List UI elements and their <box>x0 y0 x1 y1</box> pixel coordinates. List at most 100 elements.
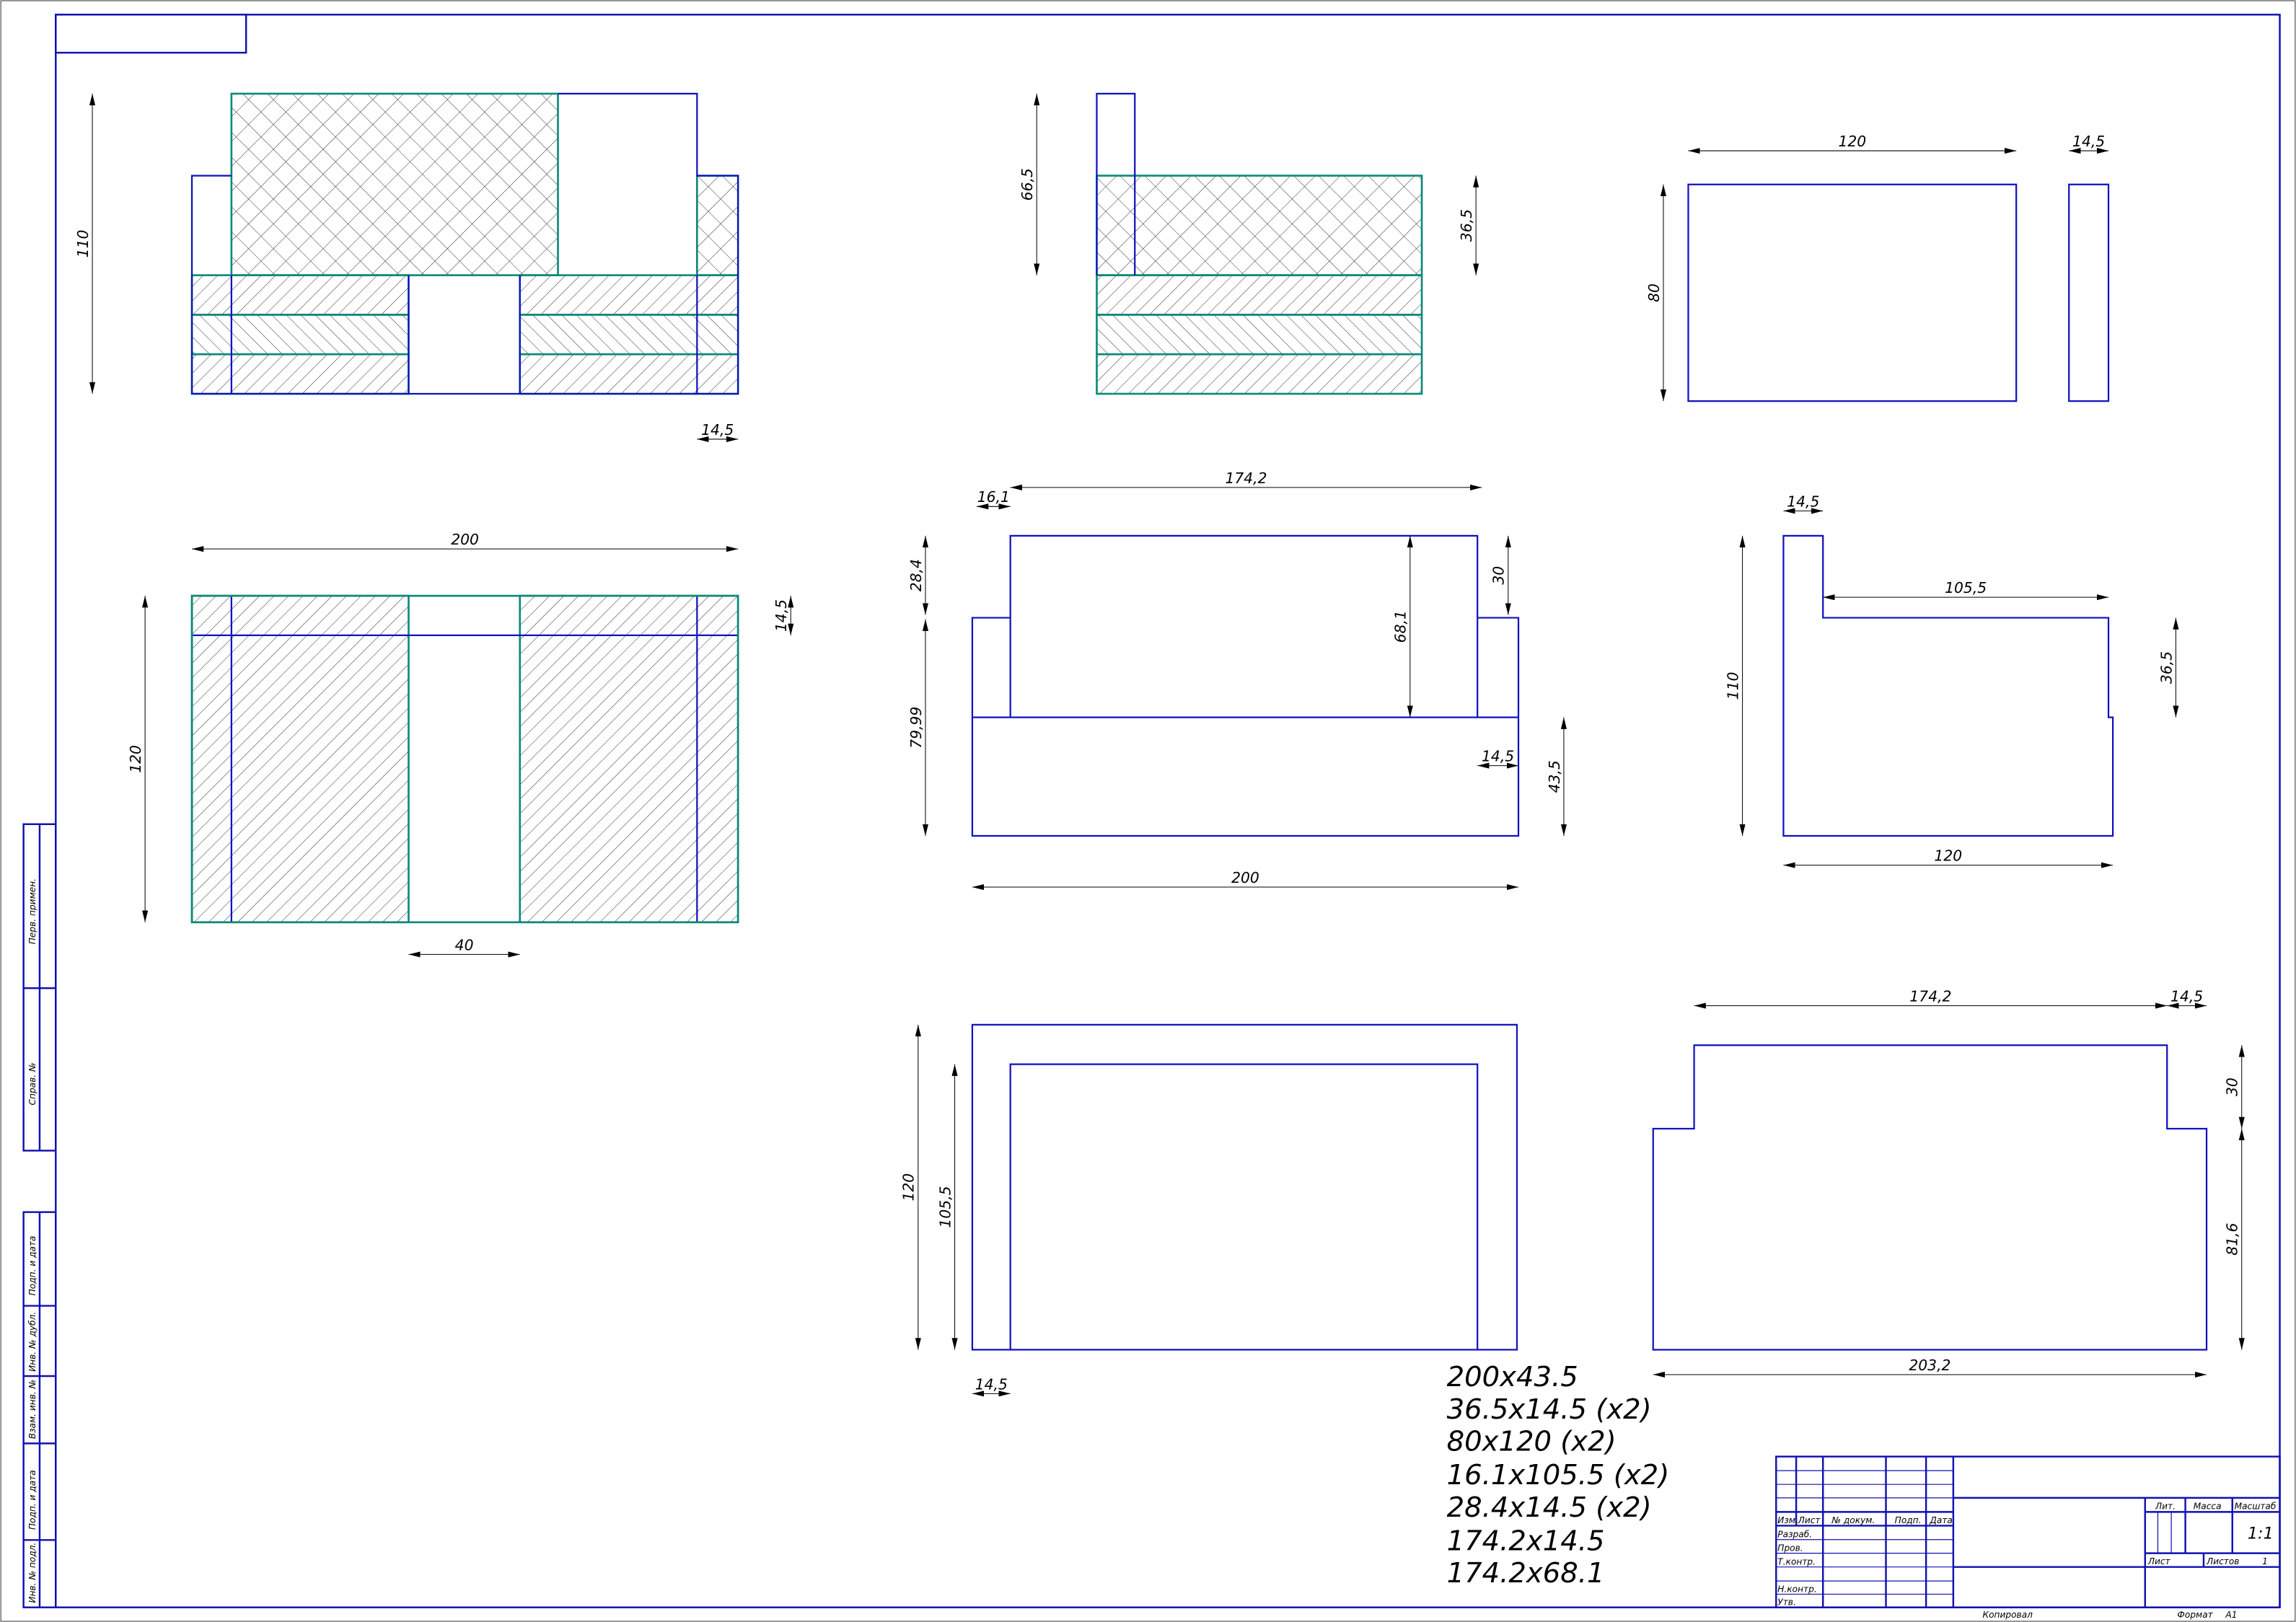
dimension-label: 66,5 <box>1019 168 1036 200</box>
dimension-label: 14,5 <box>975 1375 1008 1393</box>
dimension-label: 30 <box>2224 1077 2241 1096</box>
dimension: 43,5 <box>1546 717 1567 837</box>
view-top-right-plate <box>1687 183 2110 402</box>
stamp-sign-date-2: Подп. и дата <box>27 1470 38 1530</box>
dimension-label: 68,1 <box>1392 610 1409 643</box>
view-top-middle-section <box>1096 92 1423 395</box>
row-approved: Утв. <box>1777 1597 1796 1608</box>
dimension: 14,5 <box>2069 133 2109 154</box>
dimension-label: 174,2 <box>1225 470 1267 487</box>
dimension-label: 120 <box>1838 133 1866 150</box>
dimension-label: 14,5 <box>1787 493 1819 510</box>
dimension-label: 36,5 <box>2158 651 2175 684</box>
format-value: A1 <box>2225 1610 2237 1620</box>
row-tech-control: Т.контр. <box>1777 1556 1816 1566</box>
dimension: 110 <box>74 93 96 395</box>
stamp-sign-date: Подп. и дата <box>27 1236 38 1296</box>
parts-list-item: 174.2x14.5 <box>1447 1525 1605 1558</box>
dimension: 30 <box>1490 535 1511 615</box>
dimension: 105,5 <box>936 1064 958 1350</box>
view-middle-left-section <box>190 594 739 924</box>
row-checked: Пров. <box>1777 1543 1803 1553</box>
row-norm-control: Н.контр. <box>1777 1584 1816 1594</box>
dimension-label: 14,5 <box>2170 987 2203 1005</box>
mass-label: Масса <box>2194 1502 2222 1512</box>
stamp-replace-inv-no: Взам. инв. № <box>27 1380 38 1440</box>
dimension: 68,1 <box>1392 535 1413 718</box>
dimension: 80 <box>1645 184 1667 402</box>
dimension-label: 14,5 <box>773 599 790 632</box>
dimension: 120 <box>1783 847 2114 868</box>
col-izm: Изм. <box>1777 1515 1798 1525</box>
parts-list: 200x43.5 36.5x14.5 (x2) 80x120 (x2) 16.1… <box>1447 1361 1670 1590</box>
parts-list-item: 80x120 (x2) <box>1447 1426 1617 1458</box>
dimension: 174,2 <box>1010 470 1482 490</box>
dimension-label: 105,5 <box>1945 579 1987 596</box>
stamp-reference-no: Справ. № <box>27 1062 38 1105</box>
dimension-label: 120 <box>127 745 144 773</box>
scale-label: Масштаб <box>2235 1502 2277 1512</box>
dimension: 14,5 <box>2167 987 2207 1009</box>
dimension: 14,5 <box>773 596 794 635</box>
dimension-label: 16,1 <box>977 488 1010 506</box>
dimension: 110 <box>1725 535 1746 837</box>
dimension: 30 <box>2224 1045 2245 1129</box>
dimension: 200 <box>192 531 739 552</box>
view-bottom-right <box>1652 1044 2208 1351</box>
dimension-label: 110 <box>1725 672 1742 700</box>
dimension-label: 28,4 <box>907 559 925 591</box>
dimension-label: 174,2 <box>1909 987 1951 1005</box>
dimension: 36,5 <box>2158 617 2179 718</box>
side-stamps: Перв. примен. Справ. № Подп. и дата Инв.… <box>22 823 57 1608</box>
col-sign: Подп. <box>1895 1515 1922 1525</box>
dimension: 200 <box>972 869 1519 891</box>
dimensions: 110 14,5 66,5 36,5 120 80 14,5 200 120 14,5 40 174,… <box>74 93 2245 1397</box>
parts-list-item: 36.5x14.5 (x2) <box>1447 1393 1652 1426</box>
stamp-orig-inv-no: Инв. № подл. <box>27 1543 38 1603</box>
dimension-label: 80 <box>1645 283 1663 302</box>
dimension-label: 120 <box>1934 847 1962 865</box>
sheet-label: Лист <box>2147 1556 2171 1566</box>
dimension-label: 200 <box>451 531 479 548</box>
dimension-label: 30 <box>1490 566 1508 585</box>
dimension-label: 81,6 <box>2224 1223 2241 1256</box>
dimension-label: 43,5 <box>1546 760 1563 793</box>
parts-list-item: 16.1x105.5 (x2) <box>1447 1459 1670 1491</box>
dimension-label: 110 <box>74 230 92 258</box>
dimension-label: 200 <box>1231 869 1259 886</box>
dimension-label: 14,5 <box>701 421 734 438</box>
parts-list-item: 28.4x14.5 (x2) <box>1447 1491 1652 1524</box>
col-doc-no: № докум. <box>1831 1515 1875 1525</box>
sheets-count: 1 <box>2262 1556 2268 1566</box>
view-bottom-middle <box>971 1023 1518 1351</box>
dimension-label: 203,2 <box>1909 1357 1950 1374</box>
lit-label: Лит. <box>2155 1502 2176 1512</box>
parts-list-item: 174.2x68.1 <box>1447 1557 1605 1590</box>
dimension-label: 120 <box>900 1173 918 1202</box>
dimension: 79,99 <box>907 619 929 837</box>
dimension: 203,2 <box>1653 1357 2207 1378</box>
dimension-label: 40 <box>455 936 474 953</box>
stamp-dup-inv-no: Инв. № дубл. <box>27 1312 38 1372</box>
dimension: 81,6 <box>2224 1128 2245 1350</box>
dimension-label: 36,5 <box>1458 209 1475 242</box>
view-middle-center-front <box>971 534 1520 837</box>
parts-list-item: 200x43.5 <box>1447 1361 1578 1393</box>
scale-value: 1:1 <box>2248 1524 2274 1543</box>
dimension: 28,4 <box>907 535 929 615</box>
sheets-label: Листов <box>2206 1556 2239 1566</box>
col-date: Дата <box>1929 1515 1952 1525</box>
dimension-label: 79,99 <box>907 707 925 749</box>
dimension: 120 <box>900 1024 921 1350</box>
dimension: 120 <box>127 596 149 922</box>
dimension: 105,5 <box>1823 579 2109 601</box>
dimension: 14,5 <box>1783 493 1824 514</box>
copied-label: Копировал <box>1982 1610 2033 1620</box>
dimension: 66,5 <box>1019 93 1040 276</box>
dimension: 40 <box>408 936 520 958</box>
dimension-label: 105,5 <box>936 1186 954 1228</box>
dimension: 120 <box>1688 133 2017 154</box>
dimension-label: 14,5 <box>1482 747 1514 764</box>
